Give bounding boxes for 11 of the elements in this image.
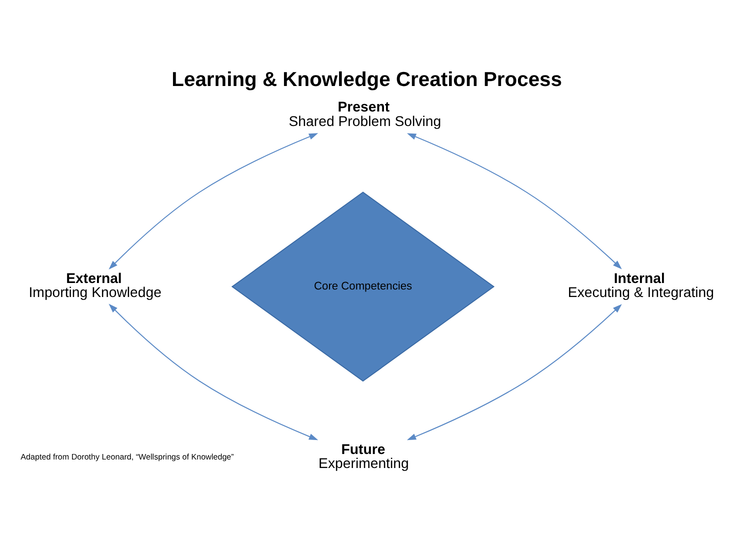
arrow [406,304,622,440]
node-text: External Importing Knowledge [28,269,162,300]
arrow [108,132,318,270]
arrow [108,303,318,440]
node-text: Future Experimenting [318,440,409,471]
diagram-title: Learning & Knowledge Creation Process [172,68,562,91]
node-text: Present Shared Problem Solving [288,98,442,128]
node-text: Internal Executing & Integrating [568,269,714,300]
label: Adapted from Dorothy Leonard, “Wellsprings of Knowledge” [20,452,234,462]
node-diamond: Core Competencies [231,191,495,382]
arrow [406,132,622,269]
